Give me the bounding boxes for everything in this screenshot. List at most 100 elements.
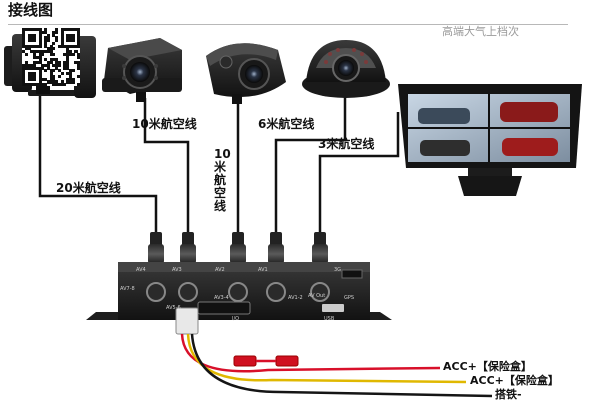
qr-cell [44,77,48,81]
qr-cell [22,39,26,43]
qr-cell [63,63,67,67]
qr-cell [22,66,26,70]
qr-cell [44,39,48,43]
qr-cell [77,41,81,45]
qr-cell [30,77,34,81]
qr-cell [46,63,50,67]
label-acc-fuse-2: ACC+【保险盒】 [470,374,559,387]
qr-cell [55,63,59,67]
qr-cell [33,61,37,65]
aviation-plugs [148,232,328,264]
qr-cell [77,52,81,56]
cable-monitor [318,112,400,252]
camera-2 [206,43,286,104]
qr-cell [71,28,75,32]
qr-cell [33,52,37,56]
qr-cell [63,28,67,32]
qr-cell [74,61,78,65]
qr-cell [52,52,56,56]
qr-cell [77,74,81,78]
qr-cell [74,28,78,32]
qr-cell [27,33,31,37]
qr-cell [55,39,59,43]
qr-cell [38,36,42,40]
qr-cell [41,66,45,70]
qr-cell [66,58,70,62]
qr-cell [52,58,56,62]
qr-cell [68,28,72,32]
qr-cell [77,30,81,34]
qr-cell [38,44,42,48]
qr-cell [44,44,48,48]
qr-cell [49,50,53,54]
qr-cell [35,83,39,87]
qr-cell [33,55,37,59]
qr-cell [68,36,72,40]
qr-cell [68,69,72,73]
qr-cell [66,47,70,51]
qr-cell [66,52,70,56]
qr-cell [24,28,28,32]
qr-cell [27,44,31,48]
qr-cell [33,83,37,87]
qr-cell [38,83,42,87]
qr-cell [30,50,34,54]
qr-cell [22,28,26,32]
qr-cell [41,52,45,56]
qr-cell [38,58,42,62]
qr-cell [38,41,42,45]
qr-cell [41,63,45,67]
camera-3 [302,40,390,98]
qr-cell [57,63,61,67]
qr-cell [38,66,42,70]
qr-cell [71,69,75,73]
qr-cell [68,77,72,81]
qr-cell [66,80,70,84]
qr-cell [27,36,31,40]
qr-cell [44,50,48,54]
qr-cell [27,83,31,87]
qr-cell [49,58,53,62]
qr-cell [33,33,37,37]
qr-cell [22,36,26,40]
qr-cell [55,66,59,70]
qr-cell [22,33,26,37]
qr-cell [38,33,42,37]
qr-cell [38,52,42,56]
qr-cell [38,80,42,84]
qr-cell [68,33,72,37]
qr-cell [30,74,34,78]
qr-cell [71,44,75,48]
monitor [398,84,582,196]
qr-cell [38,39,42,43]
qr-cell [49,72,53,76]
qr-cell [27,47,31,51]
qr-cell [68,74,72,78]
qr-cell [60,36,64,40]
qr-cell [68,44,72,48]
qr-cell [22,69,26,73]
plug-av4 [148,232,164,264]
label-ground: 搭铁- [495,388,522,400]
label-10m-cable-1: 10米航空线 [132,117,197,131]
qr-cell [35,55,39,59]
plug-av1 [268,232,284,264]
qr-cell [66,36,70,40]
qr-cell [33,72,37,76]
qr-cell [38,50,42,54]
qr-cell [30,66,34,70]
qr-cell [35,50,39,54]
diagram-title: 接线图 [8,1,54,19]
qr-cell [71,36,75,40]
qr-cell [66,66,70,70]
qr-cell [77,63,81,67]
label-6m-cable: 6米航空线 [258,117,315,131]
qr-cell [44,28,48,32]
qr-cell [38,77,42,81]
qr-cell [68,52,72,56]
title-divider [8,24,568,25]
qr-cell [46,80,50,84]
qr-cell [77,36,81,40]
qr-cell [71,52,75,56]
